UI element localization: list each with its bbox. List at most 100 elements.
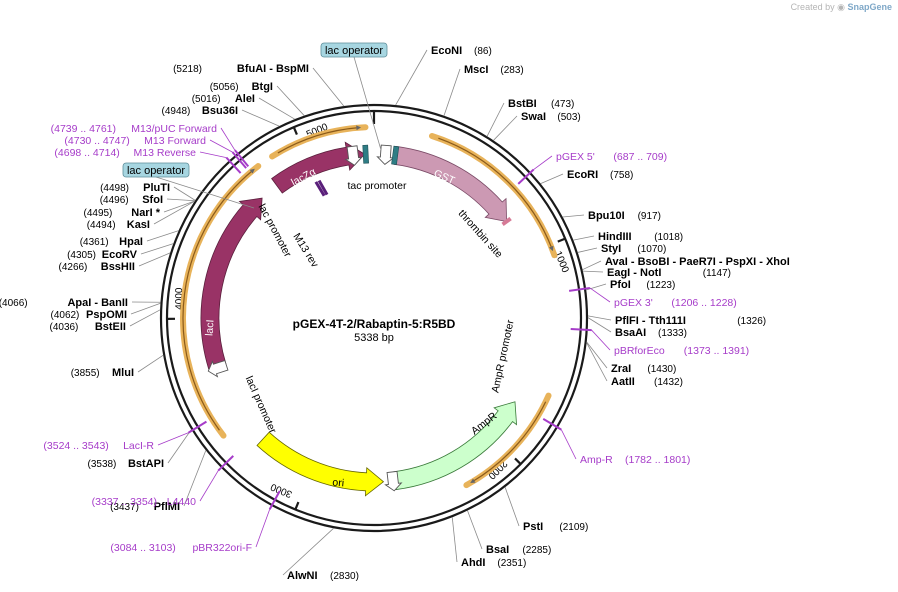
primer-binding-site[interactable]: pGEX 3'(1206 .. 1228): [568, 286, 737, 309]
restriction-site[interactable]: BstEII(4036): [49, 309, 161, 333]
site-position: (4062): [50, 310, 79, 321]
restriction-site[interactable]: PflMI(3437): [110, 450, 207, 513]
restriction-site[interactable]: BsaAI (1333): [587, 317, 687, 339]
site-position: (2109): [559, 522, 588, 533]
site-name: BsaI: [486, 544, 509, 556]
restriction-site[interactable]: BstAPI (3538): [87, 429, 192, 470]
site-position: (3538): [87, 459, 116, 470]
site-name: AlwNI: [287, 570, 318, 582]
feature-ampr[interactable]: [393, 401, 518, 491]
primer-range: (1373 .. 1391): [684, 345, 749, 357]
site-name: SwaI: [521, 111, 546, 123]
primer-name: pGEX 3': [614, 297, 653, 309]
restriction-site[interactable]: AleI(5016): [192, 93, 296, 120]
primer-binding-site[interactable]: L4440(3337 .. 3354): [92, 455, 234, 508]
site-position: (1070): [637, 244, 666, 255]
restriction-site[interactable]: SfoI(4496): [100, 194, 195, 206]
primer-range: (1782 .. 1801): [625, 454, 690, 466]
site-position: (86): [474, 46, 492, 57]
primer-binding-site[interactable]: pBRforEco(1373 .. 1391): [570, 328, 749, 357]
restriction-site[interactable]: SwaI (503): [493, 111, 581, 141]
restriction-site[interactable]: ZraI(1430): [586, 341, 677, 375]
restriction-site[interactable]: BstBI(473): [486, 98, 574, 137]
tac-promoter-arrow[interactable]: [376, 144, 395, 165]
restriction-site[interactable]: ApaI - BanII(4066): [0, 297, 161, 309]
restriction-site[interactable]: KasI(4494): [87, 200, 195, 231]
site-name: EcoRV: [102, 249, 138, 261]
feature-label: lacI: [203, 319, 216, 336]
restriction-site[interactable]: PspOMI(4062): [50, 302, 161, 321]
site-name: BstAPI: [128, 458, 164, 470]
site-position: (1333): [658, 328, 687, 339]
laci-promoter-arrow[interactable]: [206, 358, 229, 379]
primer-name: pGEX 5': [556, 151, 595, 163]
restriction-site[interactable]: MscI(283): [443, 64, 524, 116]
primer-binding-site[interactable]: M13 Reverse(4698 .. 4714): [54, 147, 242, 174]
feature-label: AmpR promoter: [489, 318, 516, 393]
site-position: (1147): [703, 268, 731, 279]
restriction-site[interactable]: Bsu36I(4948): [161, 105, 280, 127]
restriction-site[interactable]: BsaI(2285): [467, 510, 551, 556]
thrombin-site-mark: [501, 216, 512, 226]
restriction-site[interactable]: HpaI(4361): [80, 230, 179, 248]
m13-rev-mark: [314, 181, 326, 197]
restriction-site[interactable]: EcoRI(758): [540, 169, 634, 185]
restriction-site[interactable]: EcoRV(4305): [67, 243, 174, 261]
site-name: BtgI: [252, 81, 273, 93]
watermark-brand: SnapGene: [847, 2, 892, 12]
restriction-site[interactable]: PflFI - Tth111I(1326): [587, 315, 766, 327]
restriction-site[interactable]: AhdI(2351): [451, 517, 526, 569]
restriction-site[interactable]: PstI(2109): [504, 487, 588, 533]
site-name: BsaAI: [615, 327, 646, 339]
site-position: (1326): [737, 316, 766, 327]
primer-range: (4730 .. 4747): [64, 135, 129, 147]
snapgene-watermark: Created by ◉ SnapGene: [791, 2, 892, 13]
feature-laci[interactable]: [200, 197, 263, 370]
primer-binding-site[interactable]: Amp-R(1782 .. 1801): [542, 417, 690, 466]
site-name: EcoRI: [567, 169, 598, 181]
restriction-site[interactable]: HindIII(1018): [573, 231, 683, 243]
site-name: PluTI: [143, 182, 170, 194]
primer-binding-site[interactable]: LacI-R(3524 .. 3543): [43, 420, 207, 452]
restriction-site[interactable]: PluTI(4498): [100, 182, 196, 201]
restriction-site[interactable]: BssHII(4266): [58, 252, 171, 273]
site-name: MscI: [464, 64, 488, 76]
restriction-site[interactable]: AlwNI(2830): [282, 527, 359, 582]
tick-label: 3000: [269, 481, 294, 500]
restriction-site[interactable]: NarI *(4495): [83, 200, 195, 219]
lac-operator-badge[interactable]: lac operator: [122, 162, 255, 209]
restriction-site[interactable]: MluI(3855): [71, 354, 164, 379]
primer-binding-site[interactable]: M13 Forward(4730 .. 4747): [64, 135, 247, 169]
restriction-site[interactable]: StyI(1070): [577, 243, 667, 255]
lac-operator-mark[interactable]: [391, 145, 400, 165]
restriction-site[interactable]: AatII(1432): [586, 342, 683, 388]
tick-label: 4000: [174, 287, 185, 310]
restriction-site-layer: EcoNI(86)MscI(283)BstBI(473)SwaI (503) Eco…: [0, 45, 898, 582]
lac-operator-mark[interactable]: [362, 144, 369, 164]
site-position: (503): [557, 112, 580, 123]
ampr-promoter-arrow[interactable]: [384, 470, 403, 492]
plasmid-name: pGEX-4T-2/Rabaptin-5:R5BD: [293, 317, 456, 331]
restriction-site[interactable]: BtgI(5056): [210, 81, 305, 116]
site-name: ApaI - BanII: [67, 297, 128, 309]
primer-range: (4739 .. 4761): [51, 123, 116, 135]
site-name: Bsu36I: [202, 105, 238, 117]
restriction-site[interactable]: EagI - NotI(1147): [582, 267, 731, 279]
primer-name: LacI-R: [123, 440, 154, 452]
primer-binding-site[interactable]: pGEX 5'(687 .. 709): [517, 151, 667, 185]
restriction-site[interactable]: AvaI - BsoBI - PaeR7I - PspXI - XhoI(114…: [582, 256, 898, 271]
site-name: AvaI - BsoBI - PaeR7I - PspXI - XhoI: [605, 256, 790, 268]
primer-binding-site[interactable]: pBR322ori-F(3084 .. 3103): [110, 490, 281, 554]
restriction-site[interactable]: Bpu10I(917): [562, 210, 661, 222]
lac-operator-badge[interactable]: lac operator: [320, 42, 388, 151]
primer-binding-site[interactable]: M13/pUC Forward(4739 .. 4761): [51, 123, 250, 167]
site-position: (4036): [49, 322, 78, 333]
restriction-site[interactable]: BfuAI - BspMI(5218): [173, 63, 345, 107]
site-name: KasI: [127, 219, 150, 231]
restriction-site[interactable]: PfoI(1223): [586, 279, 675, 291]
feature-ori[interactable]: [256, 431, 385, 497]
site-name: SfoI: [142, 194, 163, 206]
primer-name: M13 Reverse: [134, 147, 197, 159]
restriction-site[interactable]: EcoNI(86): [395, 45, 492, 106]
lac-promoter-arrow[interactable]: [344, 145, 363, 166]
